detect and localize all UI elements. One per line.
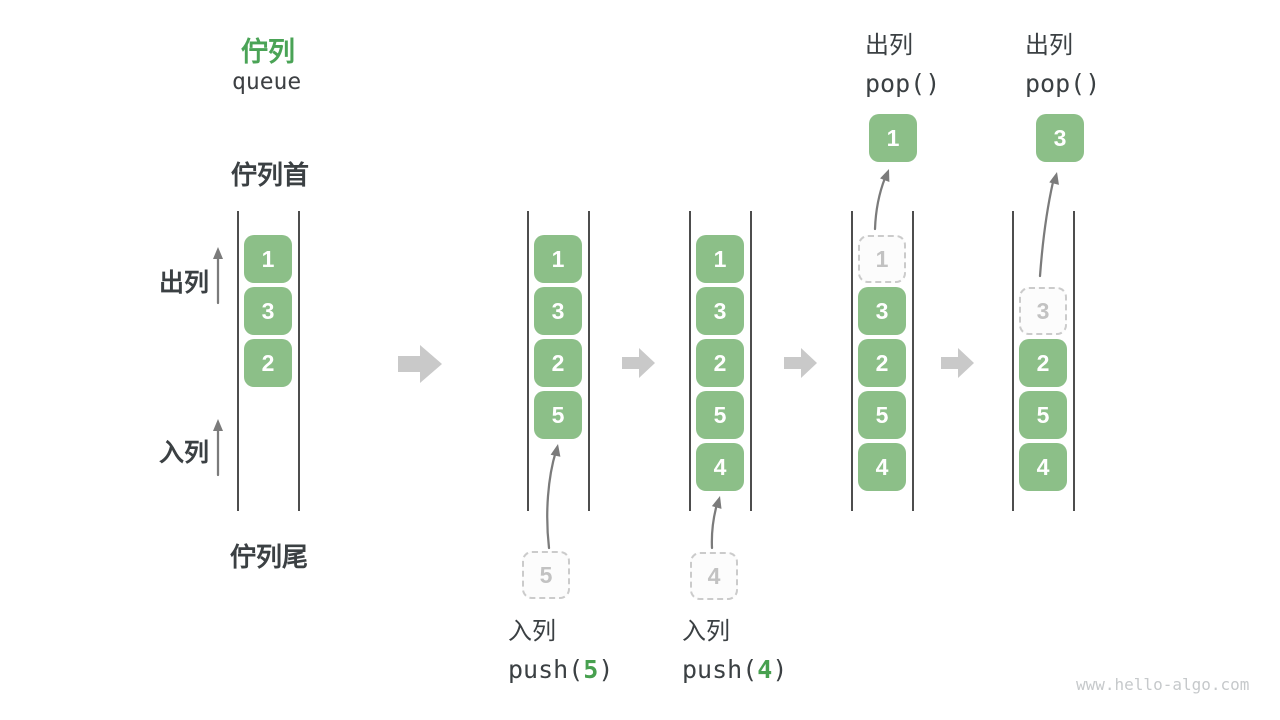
queue-cell: 2 [244, 339, 292, 387]
queue-cell: 5 [1019, 391, 1067, 439]
push-operation-label: 入列 push(5) [508, 617, 613, 685]
pop-label-code: pop() [1025, 69, 1101, 98]
queue-wall [750, 211, 752, 511]
queue-rear-label: 佇列尾 [230, 542, 309, 572]
queue-state-5: 3 2 5 4 [1012, 211, 1075, 511]
pop-label-zh: 出列 [865, 32, 913, 59]
step-arrow-icon [784, 348, 817, 378]
enqueue-direction-label: 入列 [159, 439, 210, 467]
step-arrow-icon [398, 345, 442, 383]
queue-wall [298, 211, 300, 511]
removed-cell-ghost: 3 [1019, 287, 1067, 335]
pop-label-code: pop() [865, 69, 941, 98]
queue-wall [588, 211, 590, 511]
dequeue-arrow-icon [213, 247, 223, 305]
queue-front-label: 佇列首 [231, 160, 310, 190]
enqueue-arrow-icon [213, 419, 223, 477]
queue-cell: 4 [858, 443, 906, 491]
step-arrow-icon [941, 348, 974, 378]
queue-state-1: 1 3 2 [237, 211, 300, 511]
queue-cell: 5 [534, 391, 582, 439]
queue-cell: 3 [696, 287, 744, 335]
queue-wall [1073, 211, 1075, 511]
queue-cell: 3 [858, 287, 906, 335]
diagram-title-zh: 佇列 [241, 37, 295, 67]
queue-wall [689, 211, 691, 511]
queue-cell: 4 [696, 443, 744, 491]
push-label-code: push(5) [508, 655, 614, 684]
queue-cell: 2 [696, 339, 744, 387]
queue-state-4: 1 3 2 5 4 [851, 211, 914, 511]
push-label-zh: 入列 [682, 618, 730, 645]
popped-value-box: 1 [869, 114, 917, 162]
queue-wall [912, 211, 914, 511]
queue-cell: 1 [696, 235, 744, 283]
queue-cell: 4 [1019, 443, 1067, 491]
popped-value-box: 3 [1036, 114, 1084, 162]
queue-state-2: 1 3 2 5 [527, 211, 590, 511]
pop-operation-label: 出列 pop() [865, 31, 940, 99]
queue-wall [527, 211, 529, 511]
queue-wall [851, 211, 853, 511]
push-label-code: push(4) [682, 655, 788, 684]
dequeue-direction-label: 出列 [159, 269, 210, 297]
queue-cell: 2 [858, 339, 906, 387]
queue-cell: 3 [534, 287, 582, 335]
queue-cell: 3 [244, 287, 292, 335]
queue-cell: 5 [696, 391, 744, 439]
queue-cell: 2 [534, 339, 582, 387]
queue-wall [1012, 211, 1014, 511]
diagram-title-en: queue [232, 69, 302, 95]
watermark: www.hello-algo.com [1076, 675, 1250, 694]
queue-cell: 2 [1019, 339, 1067, 387]
queue-state-3: 1 3 2 5 4 [689, 211, 752, 511]
pending-push-box: 5 [522, 551, 570, 599]
pending-push-box: 4 [690, 552, 738, 600]
pop-operation-label: 出列 pop() [1025, 31, 1100, 99]
queue-cell: 1 [244, 235, 292, 283]
push-label-zh: 入列 [508, 618, 556, 645]
push-operation-label: 入列 push(4) [682, 617, 787, 685]
step-arrow-icon [622, 348, 655, 378]
queue-wall [237, 211, 239, 511]
queue-cell: 1 [534, 235, 582, 283]
pop-label-zh: 出列 [1025, 32, 1073, 59]
queue-cell: 5 [858, 391, 906, 439]
removed-cell-ghost: 1 [858, 235, 906, 283]
